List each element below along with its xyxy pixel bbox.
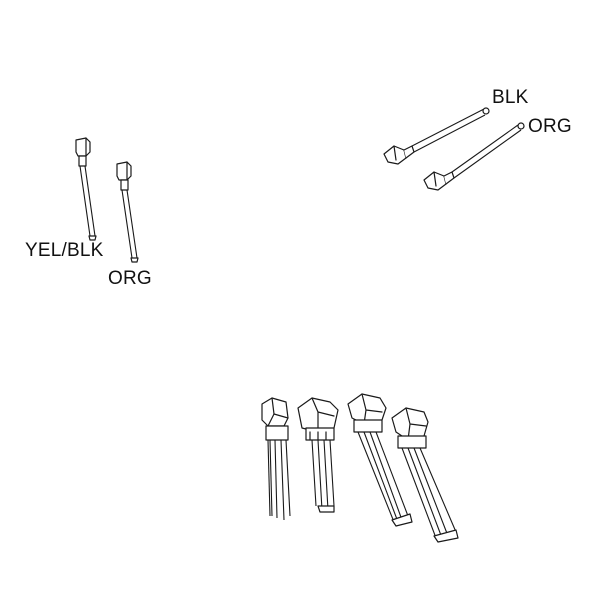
label-org-right: ORG bbox=[528, 116, 572, 137]
right-connector-org bbox=[423, 122, 525, 191]
left-connector-yel-blk bbox=[75, 137, 97, 241]
multi-pin-connector-3 bbox=[347, 393, 413, 527]
multi-pin-connector-2 bbox=[297, 397, 339, 513]
multi-pin-connector-1 bbox=[261, 397, 291, 521]
right-connector-blk bbox=[383, 107, 490, 165]
label-org-left: ORG bbox=[108, 268, 152, 289]
left-connector-org bbox=[116, 161, 139, 263]
label-blk: BLK bbox=[492, 87, 529, 108]
multi-pin-connector-4 bbox=[391, 407, 459, 543]
label-yel-blk: YEL/BLK bbox=[25, 240, 104, 261]
